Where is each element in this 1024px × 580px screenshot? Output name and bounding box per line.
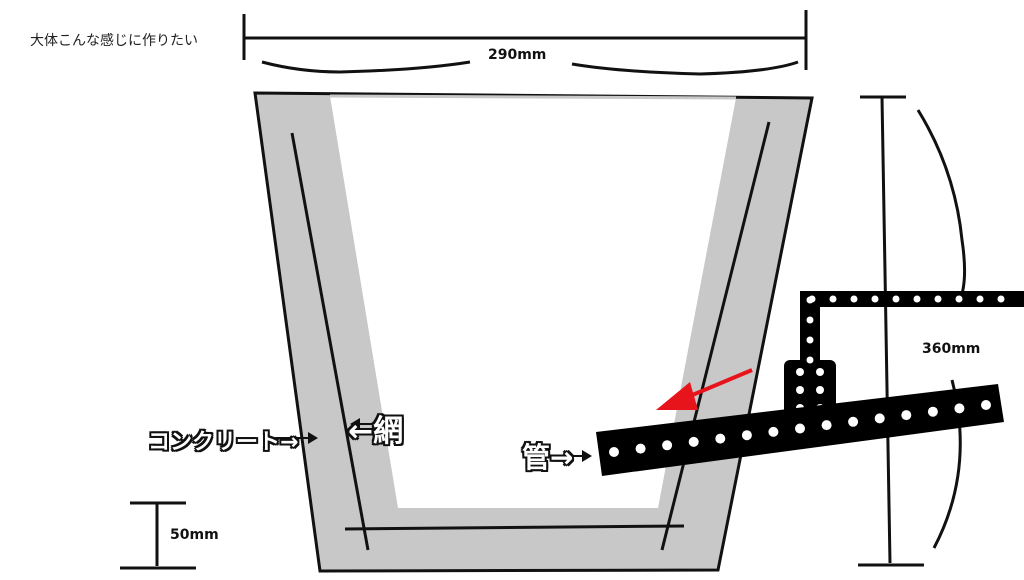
pipe-label: 管→	[522, 441, 574, 474]
pipe-hole	[829, 295, 837, 303]
pipe-hole	[981, 400, 991, 410]
wall-label: 50mm	[170, 527, 219, 543]
label-arrows	[275, 418, 592, 462]
pipe-hole	[954, 403, 965, 414]
red-arrow	[656, 368, 753, 410]
pipe-assembly	[596, 291, 1024, 476]
pipe-hole	[715, 433, 726, 444]
pipe-hole	[848, 416, 859, 427]
width-label: 290mm	[488, 47, 547, 63]
pipe-hole	[850, 295, 858, 303]
mesh-label: ←網	[348, 414, 404, 449]
pipe-hole	[901, 410, 912, 421]
mesh-lines	[290, 121, 771, 551]
pipe-hole	[806, 316, 814, 324]
pipe-hole	[816, 386, 824, 394]
pipe-hole	[795, 423, 805, 434]
pipe-hole	[955, 295, 963, 303]
pipe-hole	[635, 443, 646, 454]
wall-dimension	[120, 501, 196, 570]
pipe-hole	[741, 430, 752, 441]
pipe-hole	[934, 295, 942, 303]
pipe-hole	[816, 368, 824, 376]
pipe-hole	[688, 436, 699, 447]
pipe-hole	[871, 295, 879, 303]
pipe-hole	[796, 386, 804, 394]
pipe-hole	[806, 336, 814, 344]
pipe-hole	[997, 295, 1005, 303]
pipe-hole	[806, 296, 814, 304]
pipe-hole	[976, 295, 984, 303]
pipe-hole	[821, 420, 832, 431]
concrete-label: コンクリート→	[148, 430, 299, 455]
pipe-hole	[927, 406, 938, 417]
pipe-hole	[768, 426, 779, 437]
concrete-pot	[253, 91, 814, 573]
height-label: 360mm	[922, 341, 981, 357]
pipe-hole	[796, 368, 804, 376]
width-dimension	[242, 10, 808, 76]
pipe-hole	[662, 440, 673, 451]
pipe-hole	[892, 295, 900, 303]
pipe-hole	[874, 413, 885, 424]
caption-text: 大体こんな感じに作りたい	[30, 33, 198, 49]
pipe-hole	[913, 295, 921, 303]
pipe-hole	[806, 356, 814, 364]
pipe-hole	[609, 447, 619, 457]
height-dimension	[858, 95, 967, 567]
